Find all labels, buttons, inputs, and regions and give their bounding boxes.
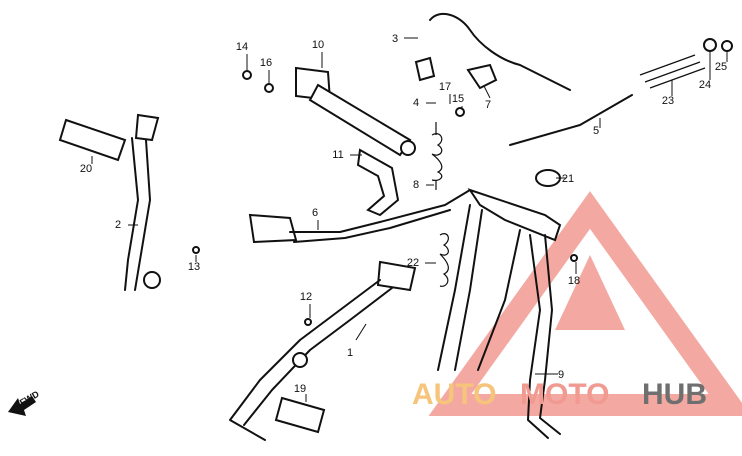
callout-label-11: 11 <box>332 149 343 161</box>
part-2-kick-arm <box>124 113 161 291</box>
callouts: 1234567891011121314151617181920212223242… <box>80 33 728 402</box>
callout-label-22: 22 <box>407 257 419 269</box>
watermark-logo <box>428 191 742 416</box>
watermark-auto: AUTO <box>412 378 496 411</box>
part-9-main-stand <box>437 188 562 439</box>
callout-label-9: 9 <box>558 369 564 381</box>
callout-label-24: 24 <box>699 79 711 91</box>
part-11-bracket <box>356 148 400 217</box>
small-hardware <box>192 38 733 326</box>
part-22-spring <box>439 233 449 287</box>
callout-label-19: 19 <box>294 383 306 395</box>
callout-label-7: 7 <box>485 99 491 111</box>
callout-label-2: 2 <box>115 219 121 231</box>
callout-label-23: 23 <box>662 95 674 107</box>
callout-label-21: 21 <box>562 173 574 185</box>
part-10-shaft <box>295 66 416 157</box>
callout-label-8: 8 <box>413 179 419 191</box>
callout-label-10: 10 <box>312 39 324 51</box>
watermark-moto: MOTO <box>520 378 609 411</box>
part-19-grip <box>274 396 326 434</box>
part-5-rod <box>509 94 633 146</box>
part-3-cable <box>429 12 571 91</box>
callout-label-6: 6 <box>312 207 318 219</box>
callout-label-12: 12 <box>300 291 312 303</box>
callout-label-18: 18 <box>568 275 580 287</box>
callout-label-16: 16 <box>260 57 272 69</box>
fwd-arrow: FWD <box>8 389 41 416</box>
callout-label-25: 25 <box>715 61 727 73</box>
part-8-spring <box>431 122 443 190</box>
part-1-pedal <box>229 260 417 441</box>
callout-label-20: 20 <box>80 163 92 175</box>
callout-label-17: 17 <box>439 81 451 93</box>
callout-label-1: 1 <box>347 347 353 359</box>
callout-label-13: 13 <box>188 261 200 273</box>
callout-label-3: 3 <box>392 33 398 45</box>
callout-label-4: 4 <box>413 97 419 109</box>
part-23-spring <box>639 54 706 89</box>
part-20-grip <box>58 118 127 162</box>
part-6-pedal <box>248 189 471 244</box>
callout-leader-1 <box>355 323 367 341</box>
callout-label-14: 14 <box>236 41 248 53</box>
watermark-hub: HUB <box>642 378 707 411</box>
callout-leader-7 <box>483 85 491 99</box>
callout-label-5: 5 <box>593 125 599 137</box>
callout-label-15: 15 <box>452 93 464 105</box>
